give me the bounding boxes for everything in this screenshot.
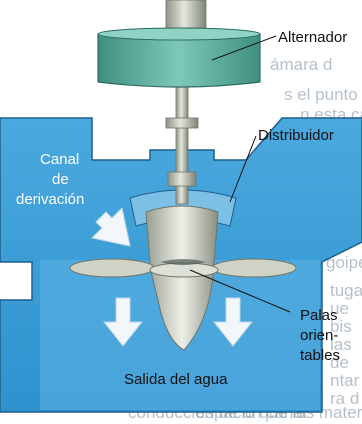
outflow-arrow-right xyxy=(212,297,254,347)
shaft-coupling xyxy=(165,117,199,129)
label-bypass-line2: de xyxy=(52,171,69,188)
background-text-line: de xyxy=(330,353,349,372)
label-bypass-line1: Canal xyxy=(40,151,79,168)
background-text-line: tuga xyxy=(330,281,362,300)
background-text-line: ue xyxy=(330,299,349,318)
background-text-line: las xyxy=(330,335,352,354)
blade-dark xyxy=(160,259,206,265)
background-text-line: s el punto de vista del diseño, la xyxy=(284,85,362,104)
background-text-line: ntar xyxy=(330,371,360,390)
leader-blades xyxy=(189,269,291,313)
label-distributor: Distribuidor xyxy=(258,127,334,144)
runner-hub xyxy=(145,205,219,351)
leader-alternator xyxy=(211,35,277,61)
alternator-top xyxy=(97,27,261,41)
label-blades-line1: Palas xyxy=(300,307,338,324)
background-text-line: ámara d xyxy=(270,55,332,74)
alternator-top-cap xyxy=(165,0,207,29)
label-blades-line3: tables xyxy=(300,347,340,364)
outflow-arrow-left xyxy=(102,297,144,347)
label-outlet: Salida del agua xyxy=(124,371,228,388)
inflow-arrow xyxy=(90,206,131,247)
blade-left-outer xyxy=(69,258,155,278)
background-text-line: ra d xyxy=(330,389,359,408)
background-text-line: goipe xyxy=(326,253,362,272)
label-bypass-line3: derivación xyxy=(16,191,84,208)
blade-front xyxy=(149,262,219,278)
label-blades-line2: orien- xyxy=(300,327,338,344)
background-text-line: bis xyxy=(330,317,352,336)
blade-right-outer xyxy=(211,258,297,278)
leader-distributor xyxy=(229,135,257,203)
shaft-collar xyxy=(167,171,197,187)
alternator-body xyxy=(97,33,261,88)
label-alternator: Alternador xyxy=(278,29,347,46)
